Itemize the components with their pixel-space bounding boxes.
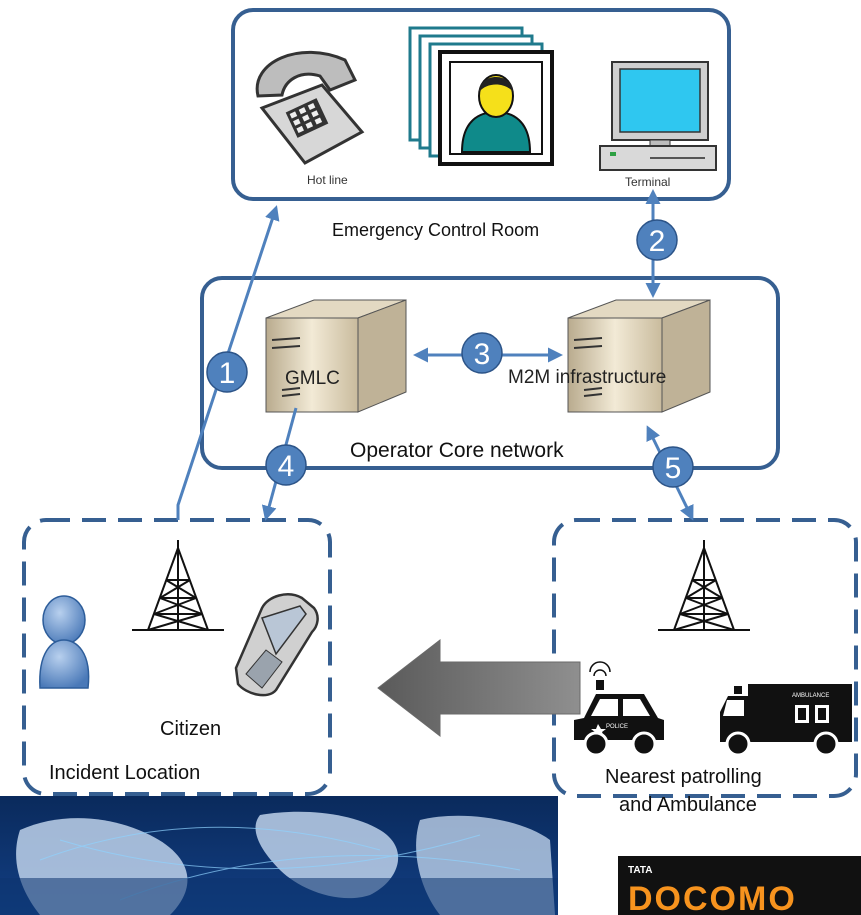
core-network-label: Operator Core network — [350, 439, 564, 462]
step1-arrow — [176, 205, 280, 520]
brand-line1: TATA — [628, 865, 652, 876]
brand-line2: DOCOMO — [628, 880, 797, 915]
control-room-label: Emergency Control Room — [332, 220, 539, 240]
hotline-phone-icon — [255, 50, 365, 165]
responders-label-line2: and Ambulance — [619, 794, 757, 816]
step-number: 1 — [219, 357, 236, 390]
world-network-banner-image — [0, 796, 558, 915]
gmlc-label: GMLC — [285, 368, 340, 389]
m2m-server-icon — [567, 299, 711, 413]
step-badge-1: 1 — [206, 351, 248, 393]
gmlc-server-icon — [265, 299, 407, 413]
hotline-label: Hot line — [307, 173, 348, 187]
mobile-phone-icon — [234, 593, 319, 697]
citizen-person-icon — [39, 595, 90, 689]
step-badge-5: 5 — [652, 446, 694, 488]
ambulance-icon: AMBULANCE — [720, 684, 852, 757]
m2m-label: M2M infrastructure — [508, 367, 666, 388]
responders-label-line1: Nearest patrolling — [605, 766, 762, 788]
step-badge-4: 4 — [265, 444, 307, 486]
step-number: 4 — [278, 450, 295, 483]
police-text: POLICE — [606, 724, 628, 730]
terminal-label: Terminal — [625, 175, 670, 189]
operator-photo-stack-icon — [408, 26, 554, 166]
terminal-computer-icon — [599, 61, 717, 171]
citizen-label: Citizen — [160, 718, 221, 740]
ambulance-text: AMBULANCE — [792, 693, 829, 699]
cell-tower-icon — [132, 540, 224, 631]
step-number: 3 — [474, 338, 491, 371]
step-badge-2: 2 — [636, 219, 678, 261]
dispatch-arrow-icon — [377, 638, 581, 738]
police-car-icon: POLICE — [574, 661, 664, 757]
cell-tower-icon — [658, 540, 750, 631]
step-number: 2 — [649, 225, 666, 258]
step-number: 5 — [665, 452, 682, 485]
incident-location-label: Incident Location — [49, 762, 200, 784]
step-badge-3: 3 — [461, 332, 503, 374]
tata-docomo-logo: TATA DOCOMO — [618, 856, 861, 915]
